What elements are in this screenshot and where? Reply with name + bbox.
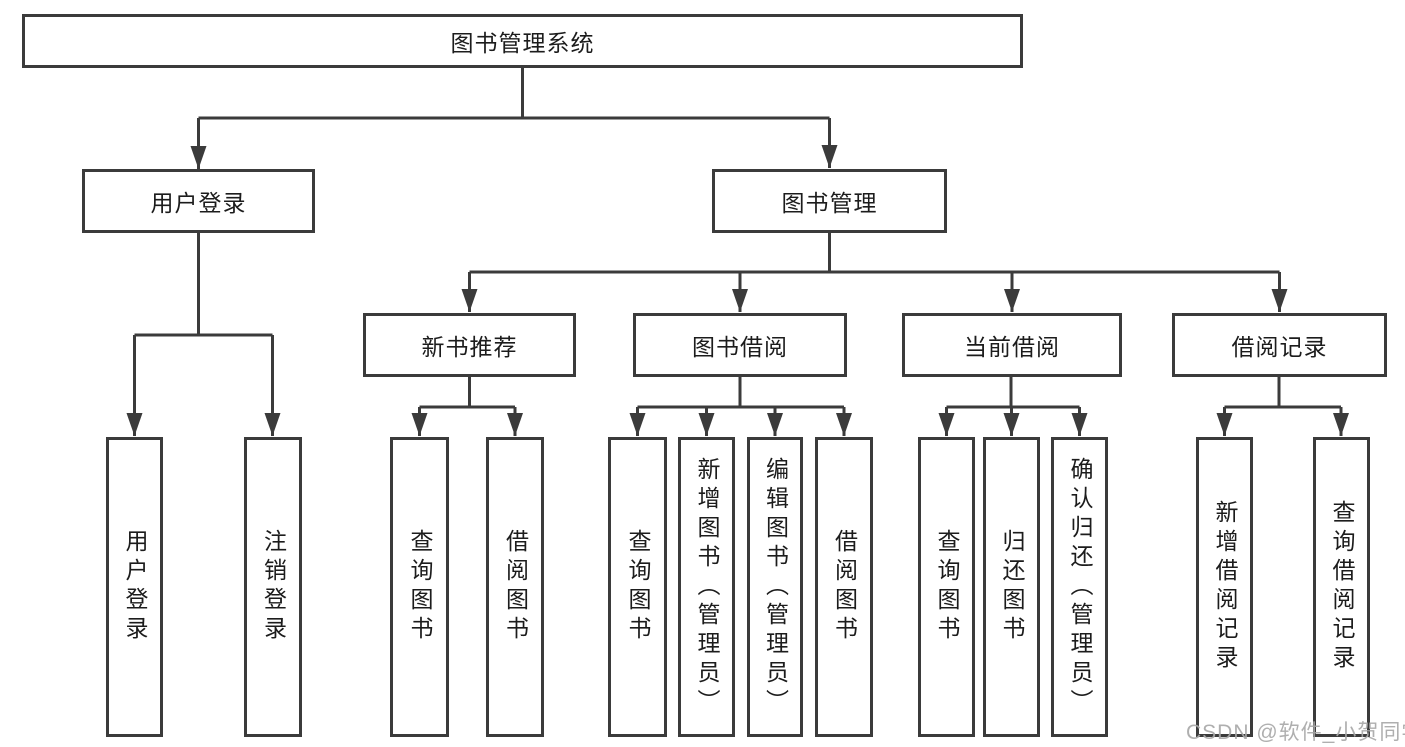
leaf-query-books-borrowing-label: 查询图书 xyxy=(625,529,651,645)
leaf-add-book-admin: 新增图书（管理员） xyxy=(678,437,735,737)
node-book-management: 图书管理 xyxy=(712,169,947,233)
leaf-edit-book-admin: 编辑图书（管理员） xyxy=(747,437,803,737)
leaf-return-book-label: 归还图书 xyxy=(999,529,1025,645)
node-root: 图书管理系统 xyxy=(22,14,1023,68)
leaf-borrow-books-recommend: 借阅图书 xyxy=(486,437,544,737)
leaf-borrow-books: 借阅图书 xyxy=(815,437,873,737)
leaf-add-book-admin-label: 新增图书（管理员） xyxy=(694,456,720,718)
node-current-borrowing: 当前借阅 xyxy=(902,313,1122,377)
leaf-query-books-borrowing: 查询图书 xyxy=(608,437,667,737)
leaf-edit-book-admin-label: 编辑图书（管理员） xyxy=(762,456,789,718)
leaf-add-borrow-record: 新增借阅记录 xyxy=(1196,437,1253,737)
leaf-query-borrow-record-label: 查询借阅记录 xyxy=(1329,500,1355,674)
leaf-logout-label: 注销登录 xyxy=(260,529,287,645)
leaf-return-book: 归还图书 xyxy=(983,437,1040,737)
leaf-borrow-books-label: 借阅图书 xyxy=(831,529,858,645)
leaf-add-borrow-record-label: 新增借阅记录 xyxy=(1212,500,1238,674)
node-new-book-recommendation: 新书推荐 xyxy=(363,313,576,377)
leaf-borrow-books-recommend-label: 借阅图书 xyxy=(502,529,529,645)
node-user-login: 用户登录 xyxy=(82,169,315,233)
leaf-confirm-return-admin: 确认归还（管理员） xyxy=(1051,437,1108,737)
leaf-query-books-recommend-label: 查询图书 xyxy=(407,529,433,645)
leaf-confirm-return-admin-label: 确认归还（管理员） xyxy=(1067,456,1093,718)
leaf-query-books-recommend: 查询图书 xyxy=(390,437,449,737)
leaf-user-login-label: 用户登录 xyxy=(122,529,148,645)
node-book-borrowing: 图书借阅 xyxy=(633,313,847,377)
leaf-query-books-current-label: 查询图书 xyxy=(934,529,960,645)
watermark: CSDN @软件_小贺同学 xyxy=(1186,721,1405,744)
leaf-query-books-current: 查询图书 xyxy=(918,437,975,737)
leaf-user-login: 用户登录 xyxy=(106,437,163,737)
leaf-query-borrow-record: 查询借阅记录 xyxy=(1313,437,1370,737)
leaf-logout: 注销登录 xyxy=(244,437,302,737)
node-borrowing-records: 借阅记录 xyxy=(1172,313,1387,377)
